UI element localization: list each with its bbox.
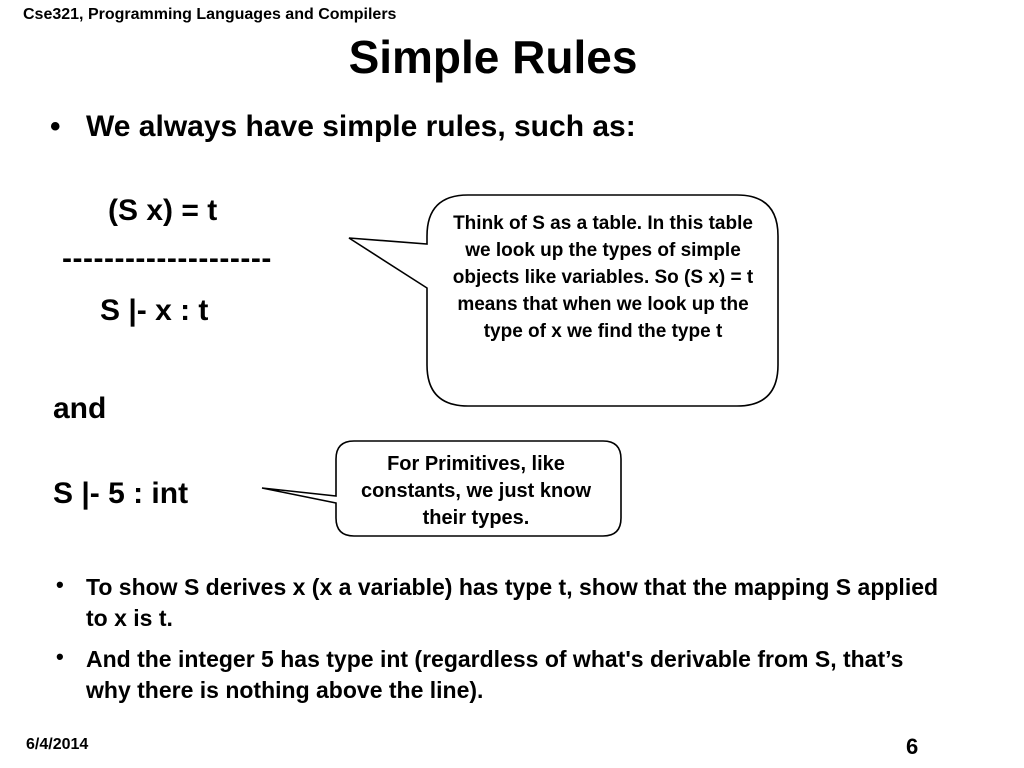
callout-bubble-table [348, 194, 779, 407]
and-text: and [53, 392, 107, 425]
course-header: Cse321, Programming Languages and Compil… [23, 6, 397, 23]
callout-bubble-primitives [261, 440, 622, 537]
rule-premise: (S x) = t [108, 194, 218, 227]
bullet-marker: • [56, 644, 64, 669]
footer-date: 6/4/2014 [26, 736, 89, 753]
axiom-rule: S |- 5 : int [53, 477, 189, 510]
bullet-text-derives: To show S derives x (x a variable) has t… [86, 574, 939, 631]
rule-conclusion: S |- x : t [100, 294, 209, 327]
page-number: 6 [906, 734, 919, 759]
slide-title: Simple Rules [348, 31, 638, 83]
intro-bullet-text: We always have simple rules, such as: [86, 110, 636, 143]
bullet-text-integer: And the integer 5 has type int (regardle… [86, 646, 904, 703]
rule-line: -------------------- [62, 242, 272, 275]
bullet-marker: • [56, 572, 64, 597]
callout-primitives-text: For Primitives, like constants, we just … [360, 453, 592, 529]
callout-table-text: Think of S as a table. In this table we … [452, 213, 754, 342]
bullet-marker: • [50, 110, 61, 143]
